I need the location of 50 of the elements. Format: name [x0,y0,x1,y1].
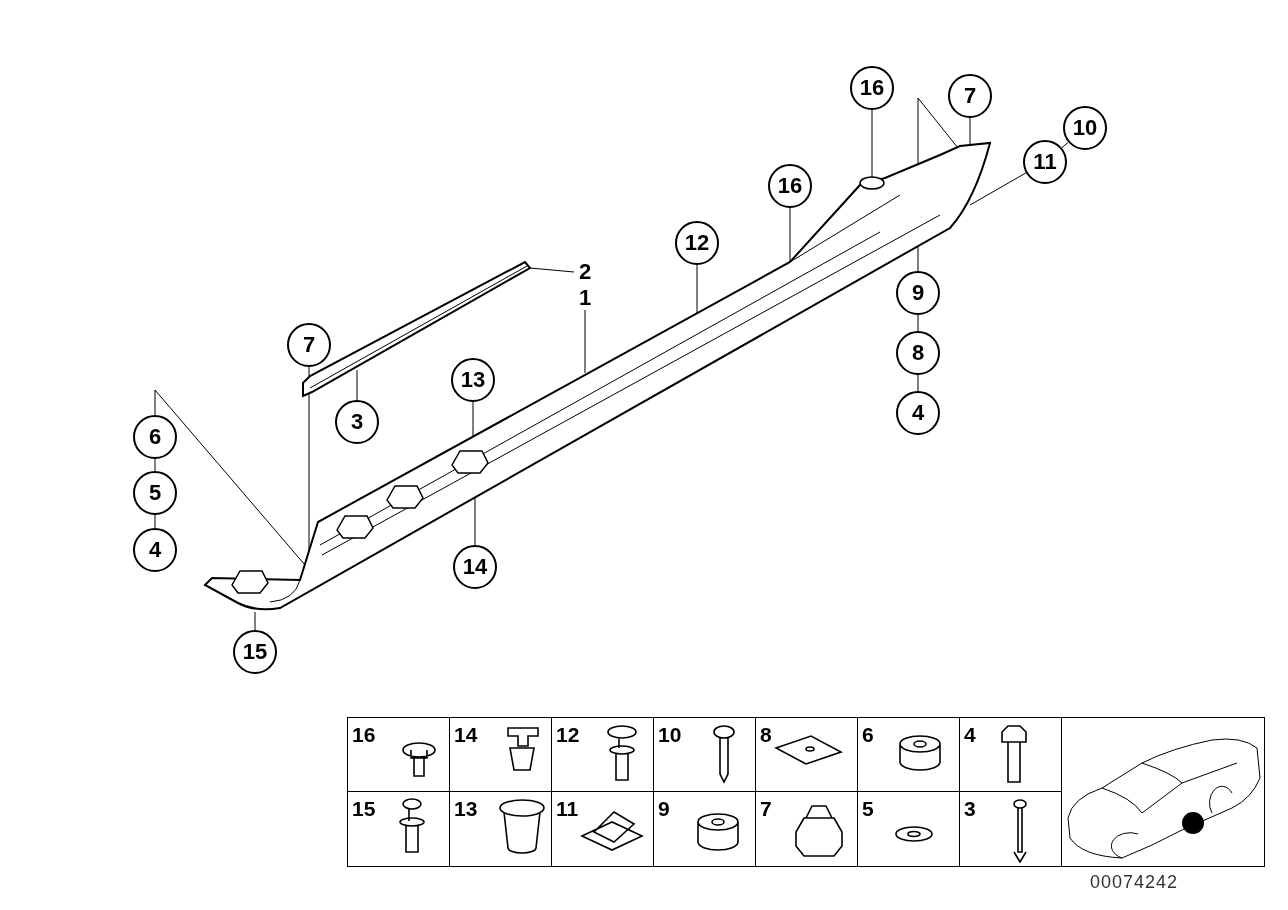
trim-strip-drawing [302,260,532,398]
leader-line [917,374,919,392]
leader-line [254,611,256,631]
leader-line [529,267,575,273]
callout-number: 11 [1023,140,1067,184]
part-number: 13 [454,798,478,819]
leader-line [584,309,586,374]
leader-line [1061,141,1069,149]
part-number: 8 [760,724,772,745]
leader-line [917,314,919,332]
part-number: 7 [760,798,772,819]
leader-line [154,458,156,472]
callout-number: 13 [451,358,495,402]
part-number: 2 [579,261,592,283]
callout-number: 4 [133,528,177,572]
leader-line [154,389,306,566]
part-number: 15 [352,798,376,819]
part-number: 5 [862,798,874,819]
part-number: 14 [454,724,478,745]
callout-number: 5 [133,471,177,515]
leader-line [969,172,1027,206]
callout-number: 4 [896,391,940,435]
part-number: 6 [862,724,874,745]
callout-number: 9 [896,271,940,315]
catalog-number: 00074242 [1090,872,1179,893]
part-number: 3 [964,798,976,819]
leader-line [917,97,959,272]
part-number: 1 [579,287,592,309]
leader-line [154,514,156,529]
callout-number: 7 [948,74,992,118]
callout-number: 14 [453,545,497,589]
callout-number: 7 [287,323,331,367]
callout-number: 8 [896,331,940,375]
leader-line [356,369,358,401]
part-number: 4 [964,724,976,745]
part-number: 11 [556,798,579,819]
callout-number: 3 [335,400,379,444]
part-number: 16 [352,724,376,745]
callout-number: 15 [233,630,277,674]
part-number: 9 [658,798,670,819]
callout-number: 16 [850,66,894,110]
callout-number: 6 [133,415,177,459]
leader-line [474,496,476,546]
callout-number: 16 [768,164,812,208]
callout-number: 12 [675,221,719,265]
callout-number: 10 [1063,106,1107,150]
side-skirt-drawing [204,142,991,611]
part-number: 12 [556,724,580,745]
part-number: 10 [658,724,682,745]
leader-line [969,117,971,146]
